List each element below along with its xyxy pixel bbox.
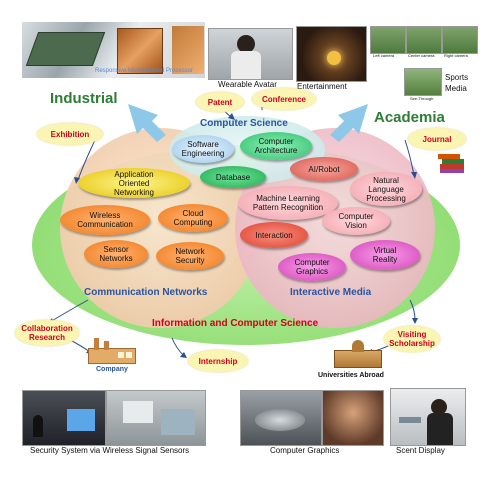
universities-label: Universities Abroad: [318, 372, 384, 379]
topic-sensor-networks: Sensor Networks: [84, 240, 148, 268]
cs-title: Computer Science: [200, 118, 288, 129]
books-icon: [438, 152, 466, 174]
topic-interaction: Interaction: [240, 222, 308, 248]
comm-title: Communication Networks: [84, 287, 208, 298]
topic-natural-language-processing: Natural Language Processing: [350, 172, 422, 206]
sports-see-through-label: See-Through: [410, 96, 434, 101]
topic-computer-architecture: Computer Architecture: [240, 132, 312, 160]
journal-badge: Journal: [408, 128, 466, 150]
scent-photo: [390, 388, 466, 446]
topic-software-engineering: Software Engineering: [172, 135, 234, 163]
sports-cam-left: [370, 26, 406, 54]
sports-see-through: [404, 68, 442, 96]
sports-cam-center-label: Center camera: [408, 53, 435, 58]
industrial-title: Industrial: [50, 90, 118, 107]
security-photo-right: [106, 390, 206, 446]
security-caption: Security System via Wireless Signal Sens…: [30, 446, 190, 455]
topic-computer-vision: Computer Vision: [322, 207, 390, 235]
graphics-photo-right: [322, 390, 384, 446]
im-title: Interactive Media: [290, 287, 372, 298]
security-photo-left: [22, 390, 106, 446]
topic-computer-graphics: Computer Graphics: [278, 253, 346, 281]
sports-cam-left-label: Left camera: [373, 53, 395, 58]
academia-title: Academia: [374, 109, 445, 126]
ics-title: Information and Computer Science: [152, 318, 319, 329]
topic-application-oriented-networking: Application Oriented Networking: [78, 168, 190, 198]
entertainment-photo: [296, 26, 367, 82]
topic-machine-learning: Machine Learning Pattern Recognition: [238, 186, 338, 220]
sports-cam-right-label: Right camera: [444, 53, 468, 58]
scent-caption: Scent Display: [396, 446, 445, 455]
processor-photo: [22, 22, 205, 78]
factory-icon: [88, 338, 136, 364]
exhibition-badge: Exhibition: [37, 123, 103, 145]
graphics-caption: Computer Graphics: [270, 446, 340, 455]
topic-database: Database: [200, 166, 266, 188]
conference-badge: Conference: [252, 88, 316, 110]
entertainment-label: Entertainment: [297, 82, 347, 91]
university-icon: [334, 340, 382, 368]
patent-badge: Patent: [196, 92, 244, 112]
sports-media-label: Sports Media: [445, 73, 469, 93]
arrow-to-industrial-icon: [128, 104, 166, 142]
topic-virtual-reality: Virtual Reality: [350, 240, 420, 270]
topic-ai-robot: AI/Robot: [290, 157, 358, 181]
sports-cam-center: [406, 26, 442, 54]
wearable-avatar-photo: [208, 28, 293, 80]
processor-label: Responsive Multithreaded Processor: [95, 68, 194, 74]
arrow-to-academia-icon: [330, 104, 368, 142]
topic-cloud-computing: Cloud Computing: [158, 204, 228, 232]
graphics-photo-left: [240, 390, 322, 446]
topic-wireless-communication: Wireless Communication: [60, 205, 150, 235]
internship-badge: Internship: [188, 350, 248, 372]
company-label: Company: [96, 366, 128, 373]
topic-network-security: Network Security: [156, 242, 224, 270]
sports-cam-right: [442, 26, 478, 54]
visiting-badge: Visiting Scholarship: [384, 326, 440, 352]
collaboration-badge: Collaboration Research: [15, 320, 79, 346]
wearable-avatar-label: Wearable Avatar: [218, 80, 277, 89]
